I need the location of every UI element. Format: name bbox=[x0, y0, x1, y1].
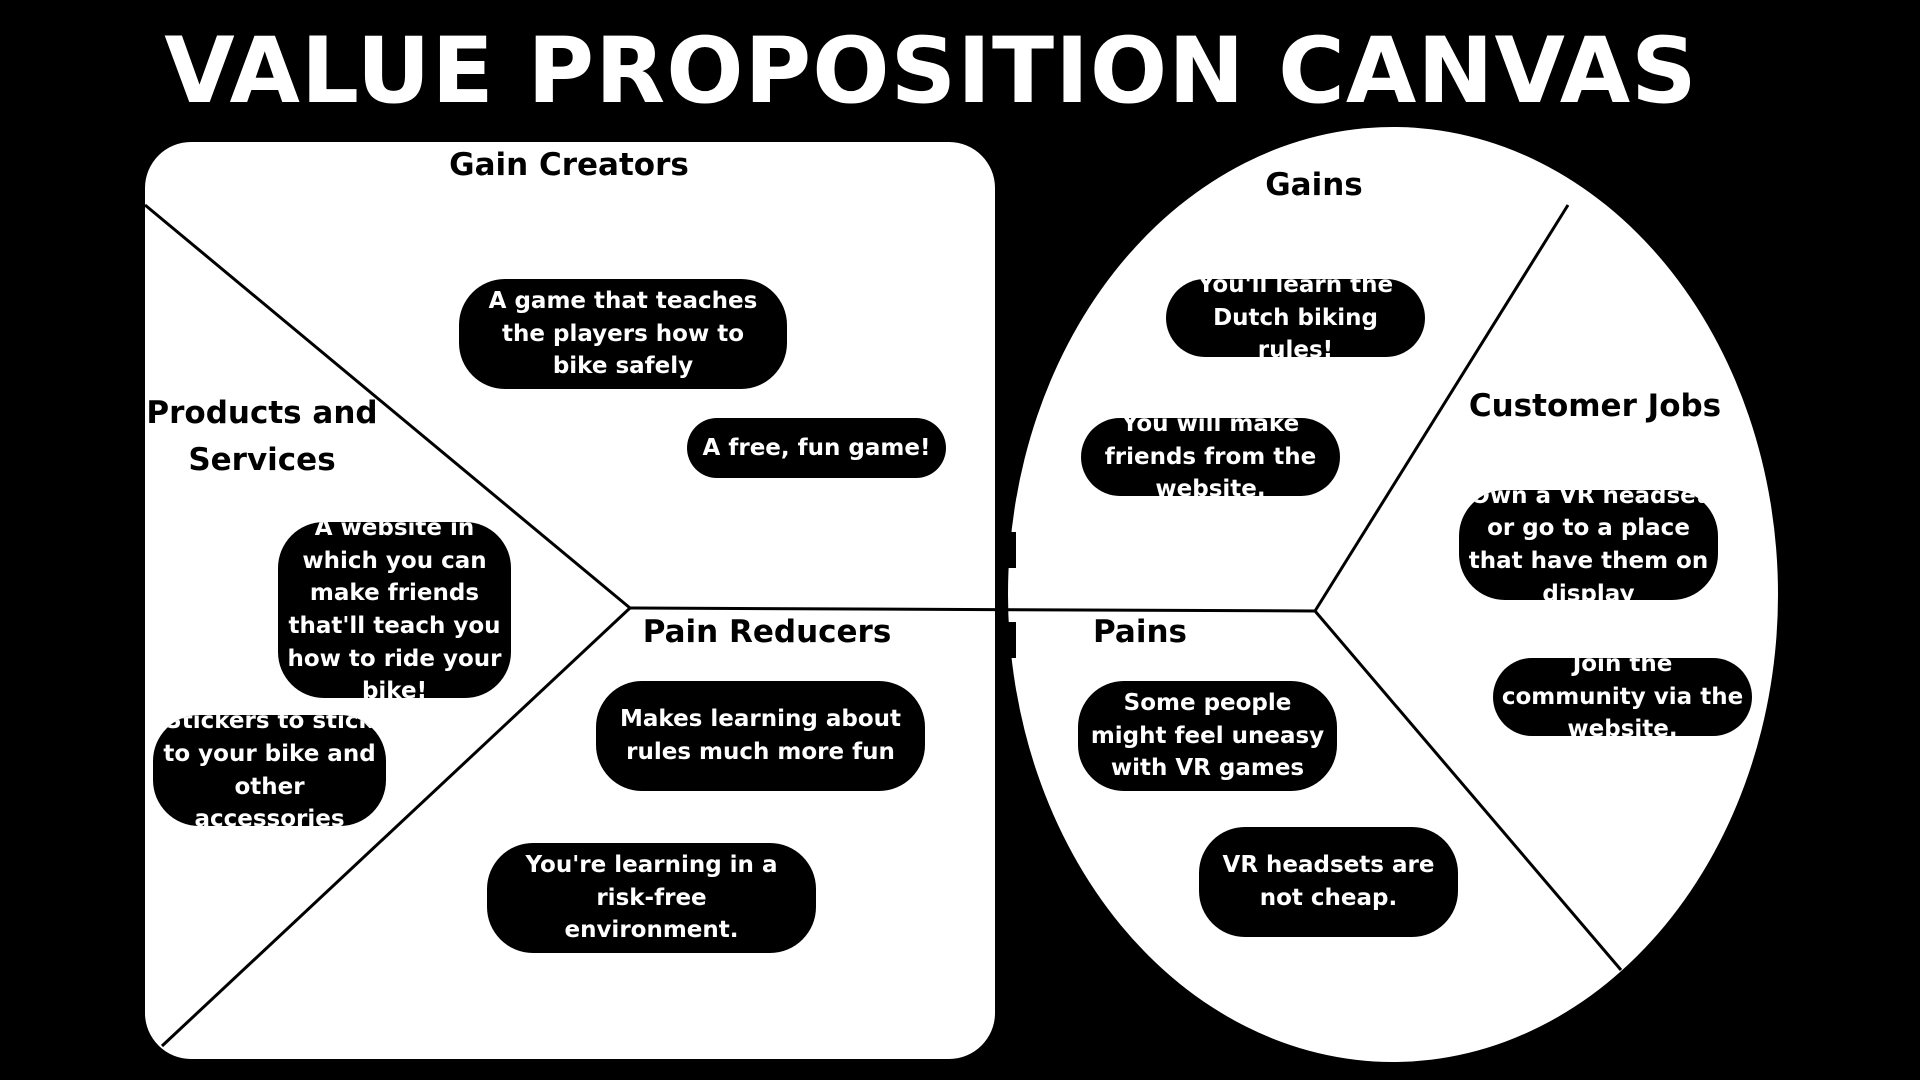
center-connector-line bbox=[629, 606, 1316, 613]
gain-creator-item: A game that teaches the players how to b… bbox=[459, 279, 787, 389]
customer-job-item: Own a VR headset or go to a place that h… bbox=[1459, 490, 1718, 600]
customer-job-item: Join the community via the website. bbox=[1493, 658, 1752, 736]
heading-pains: Pains bbox=[1093, 614, 1187, 650]
heading-customer-jobs: Customer Jobs bbox=[1468, 388, 1722, 424]
heading-gains: Gains bbox=[1265, 167, 1363, 203]
gain-creator-item: A free, fun game! bbox=[687, 418, 946, 478]
gain-item: You will make friends from the website. bbox=[1081, 418, 1340, 496]
pain-reducer-item: Makes learning about rules much more fun bbox=[596, 681, 925, 791]
pain-reducer-item: You're learning in a risk-free environme… bbox=[487, 843, 816, 953]
product-service-item: Stickers to stick to your bike and other… bbox=[153, 715, 386, 826]
circle-divider-lower bbox=[1313, 610, 1623, 971]
heading-pain-reducers: Pain Reducers bbox=[642, 614, 892, 650]
square-divider-lower bbox=[160, 606, 632, 1048]
circle-notch-upper bbox=[1002, 532, 1016, 568]
circle-notch-lower bbox=[1002, 622, 1016, 658]
gain-item: You'll learn the Dutch biking rules! bbox=[1166, 279, 1425, 357]
square-divider-upper bbox=[144, 203, 631, 610]
heading-gain-creators: Gain Creators bbox=[449, 147, 689, 183]
page-title: VALUE PROPOSITION CANVAS bbox=[164, 19, 1698, 124]
heading-products-and-services: Products and Services bbox=[146, 395, 378, 478]
circle-divider-upper bbox=[1313, 204, 1570, 612]
product-service-item: A website in which you can make friends … bbox=[278, 522, 511, 698]
pain-item: Some people might feel uneasy with VR ga… bbox=[1078, 681, 1337, 791]
pain-item: VR headsets are not cheap. bbox=[1199, 827, 1458, 937]
